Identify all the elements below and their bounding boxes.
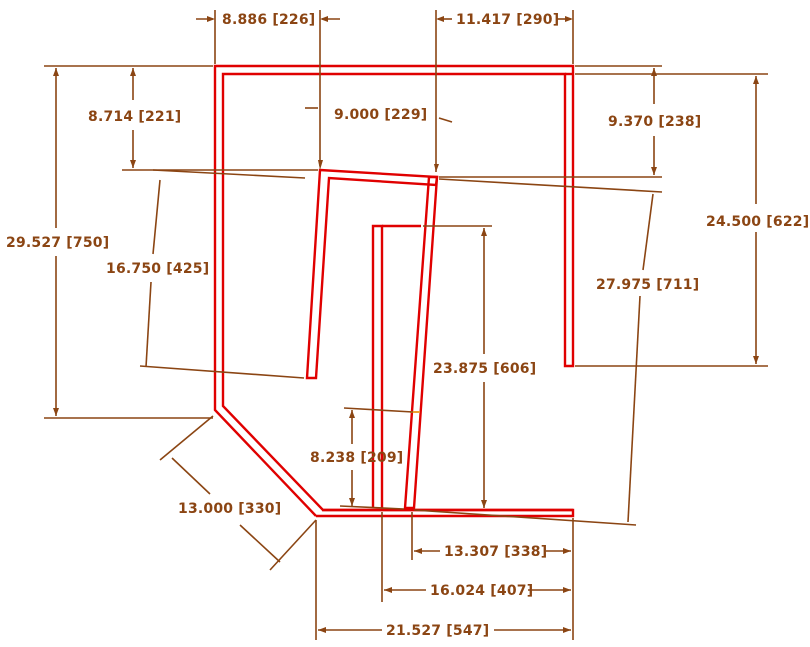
inner-vertical-wall bbox=[371, 224, 384, 508]
dim-bottom-mid-width: 16.024 [407] bbox=[430, 583, 533, 599]
dim-inner-left-leg: 16.750 [425] bbox=[106, 261, 209, 277]
wall-outline bbox=[213, 64, 575, 518]
dim-left-top-offset: 8.714 [221] bbox=[88, 109, 181, 125]
dim-bottom-overall-width: 21.527 [547] bbox=[386, 623, 489, 639]
dim-overall-left-height: 29.527 [750] bbox=[6, 235, 109, 251]
dim-top-right-width: 11.417 [290] bbox=[456, 12, 559, 28]
dim-bottom-inner-width: 13.307 [338] bbox=[444, 544, 547, 560]
outer-wall-outer-edge bbox=[213, 64, 575, 518]
dimension-lines bbox=[44, 10, 768, 640]
dim-inner-right-height: 23.875 [606] bbox=[433, 361, 536, 377]
dim-lower-segment: 8.238 [209] bbox=[310, 450, 403, 466]
dim-top-left-width: 8.886 [226] bbox=[222, 12, 315, 28]
dim-overall-right-height: 24.500 [622] bbox=[706, 214, 809, 230]
inner-long-wall bbox=[403, 175, 439, 510]
dim-right-diagonal-span: 27.975 [711] bbox=[596, 277, 699, 293]
dim-right-top-offset: 9.370 [238] bbox=[608, 114, 701, 130]
dim-top-gap: 9.000 [229] bbox=[334, 107, 427, 123]
arrow-heads bbox=[53, 16, 759, 633]
dim-corner-chamfer: 13.000 [330] bbox=[178, 501, 281, 517]
